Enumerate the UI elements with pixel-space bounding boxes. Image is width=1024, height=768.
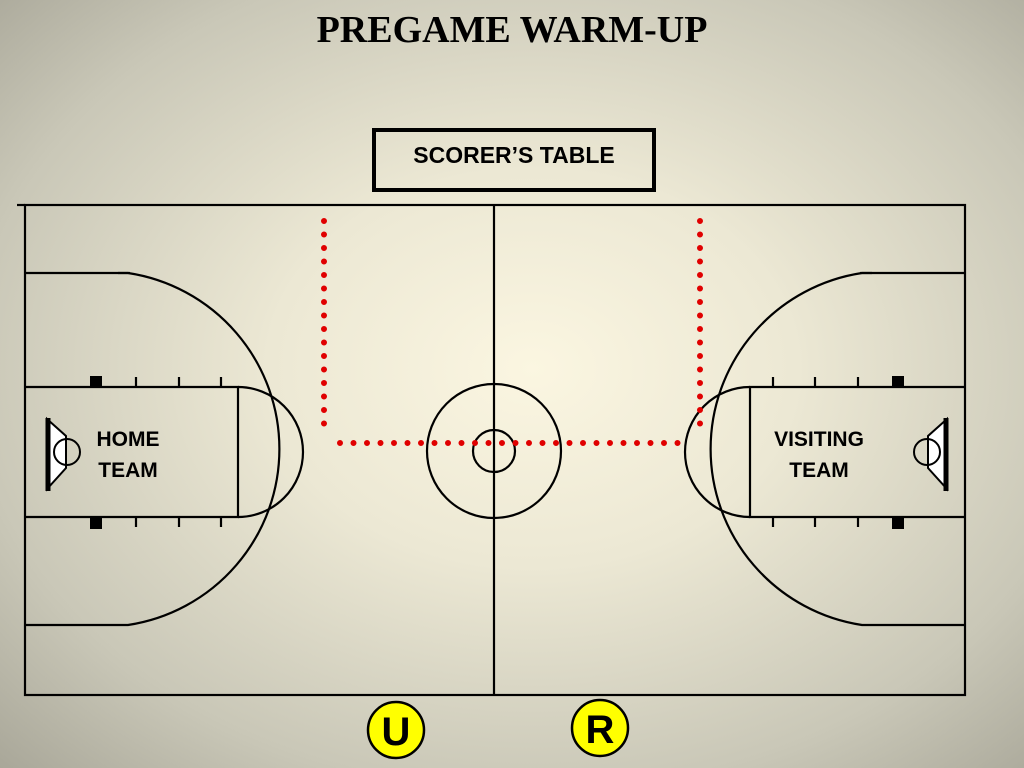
page-title: PREGAME WARM-UP [316,9,708,51]
home-team-label-line2: TEAM [98,459,158,482]
scorers-table-label: SCORER’S TABLE [413,142,615,168]
scorers-table-box: SCORER’S TABLE [372,128,656,192]
visiting-team-label-line2: TEAM [789,459,849,482]
home-team-label-line1: HOME [97,428,160,451]
marker-r: R [570,698,630,758]
right-three-point-line [709,271,965,627]
left-basket-hoop-icon [45,416,81,492]
center-circle [425,382,563,520]
marker-r-label: R [586,708,615,752]
marker-u: U [366,700,426,760]
visiting-team-label-line1: VISITING [774,428,864,451]
left-block-bottom [90,517,102,529]
right-block-bottom [892,517,904,529]
left-three-point-line [25,271,281,627]
right-basket-hoop-icon [913,416,949,492]
right-free-throw-circle [683,385,751,519]
right-block-top [892,376,904,387]
marker-u-label: U [382,710,411,754]
center-inner-circle [471,428,517,474]
left-free-throw-circle [237,385,305,519]
left-lane [25,385,240,519]
left-block-top [90,376,102,387]
